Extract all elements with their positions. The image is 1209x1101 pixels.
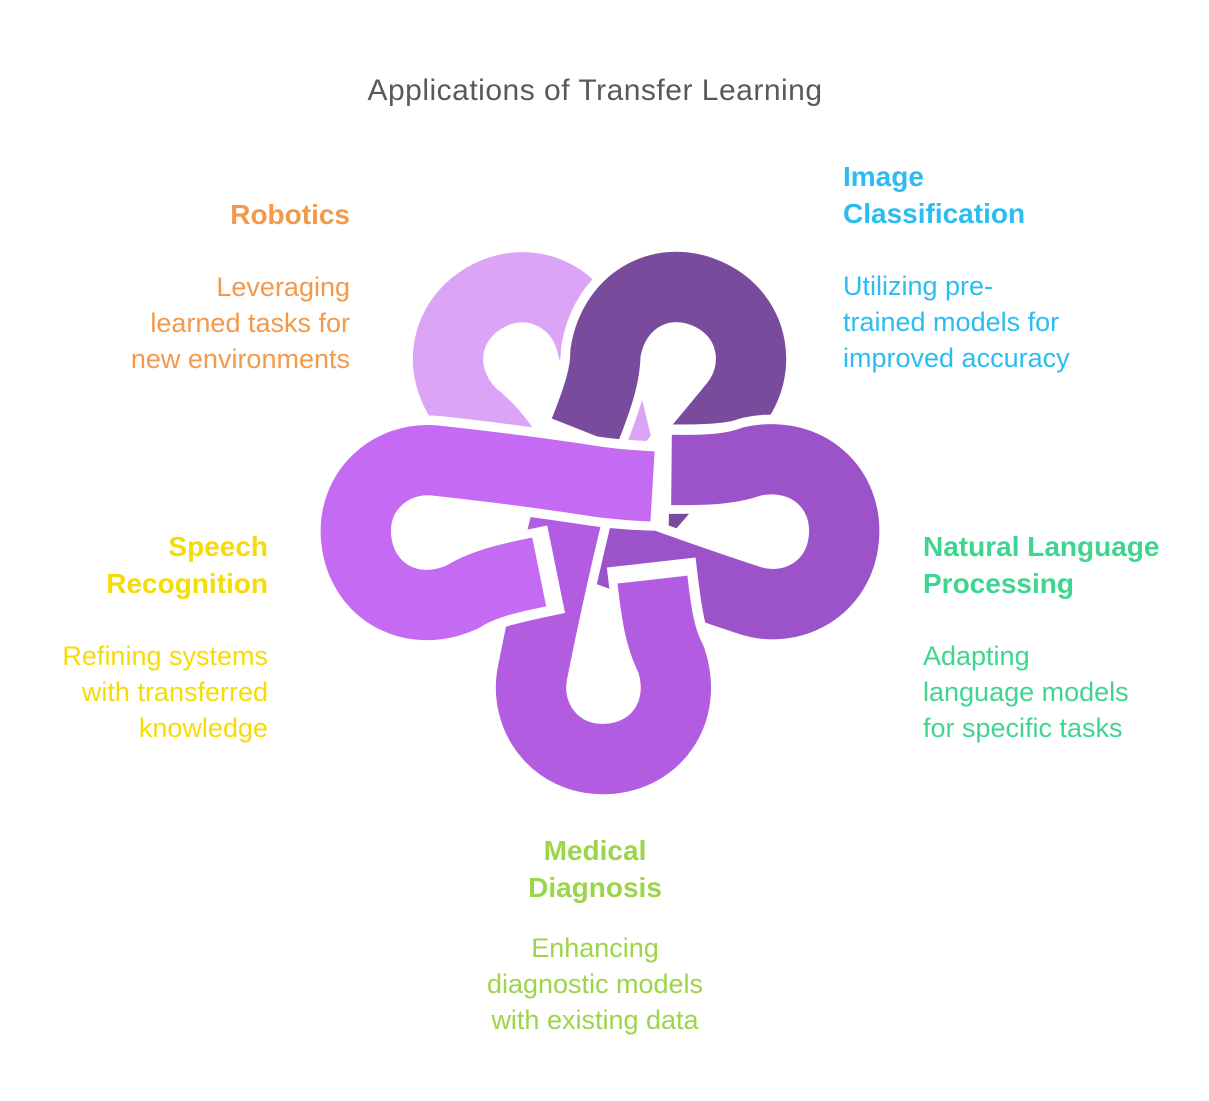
knot-graphic bbox=[300, 214, 900, 814]
heading-line: Natural Language bbox=[923, 531, 1160, 562]
description-line: for specific tasks bbox=[923, 713, 1123, 743]
section-heading: Natural Language Processing bbox=[923, 528, 1193, 602]
section-heading: Speech Recognition bbox=[10, 528, 268, 602]
description-line: Utilizing pre- bbox=[843, 271, 994, 301]
description-line: Adapting bbox=[923, 641, 1030, 671]
description-line: new environments bbox=[130, 344, 350, 374]
heading-line: Medical bbox=[543, 835, 647, 866]
description-line: language models bbox=[923, 677, 1129, 707]
description-line: knowledge bbox=[138, 713, 268, 743]
description-line: diagnostic models bbox=[486, 969, 704, 999]
page-title: Applications of Transfer Learning bbox=[367, 74, 823, 107]
heading-line: Robotics bbox=[230, 199, 350, 230]
heading-line: Speech bbox=[168, 531, 268, 562]
section-heading: Robotics bbox=[60, 196, 350, 233]
heading-line: Image bbox=[843, 161, 924, 192]
description-line: Leveraging bbox=[216, 272, 350, 302]
description-line: with transferred bbox=[81, 677, 268, 707]
description-line: Refining systems bbox=[62, 641, 268, 671]
section-heading: Medical Diagnosis bbox=[445, 832, 745, 906]
section-heading: Image Classification bbox=[843, 158, 1143, 232]
section-description: Enhancing diagnostic models with existin… bbox=[445, 930, 745, 1038]
section-description: Adapting language models for specific ta… bbox=[923, 638, 1193, 746]
description-line: with existing data bbox=[491, 1005, 699, 1035]
heading-line: Processing bbox=[923, 568, 1074, 599]
section-description: Utilizing pre- trained models for improv… bbox=[843, 268, 1143, 376]
section-description: Leveraging learned tasks for new environ… bbox=[60, 269, 350, 377]
heading-line: Recognition bbox=[106, 568, 268, 599]
section-medical-diagnosis: Medical Diagnosis Enhancing diagnostic m… bbox=[445, 832, 745, 1038]
description-line: learned tasks for bbox=[150, 308, 350, 338]
section-natural-language-processing: Natural Language Processing Adapting lan… bbox=[923, 528, 1193, 746]
heading-line: Classification bbox=[843, 198, 1026, 229]
description-line: improved accuracy bbox=[843, 343, 1070, 373]
section-robotics: Robotics Leveraging learned tasks for ne… bbox=[60, 196, 350, 377]
description-line: trained models for bbox=[843, 307, 1060, 337]
section-speech-recognition: Speech Recognition Refining systems with… bbox=[10, 528, 268, 746]
heading-line: Diagnosis bbox=[528, 872, 662, 903]
section-image-classification: Image Classification Utilizing pre- trai… bbox=[843, 158, 1143, 376]
description-line: Enhancing bbox=[531, 933, 659, 963]
section-description: Refining systems with transferred knowle… bbox=[10, 638, 268, 746]
